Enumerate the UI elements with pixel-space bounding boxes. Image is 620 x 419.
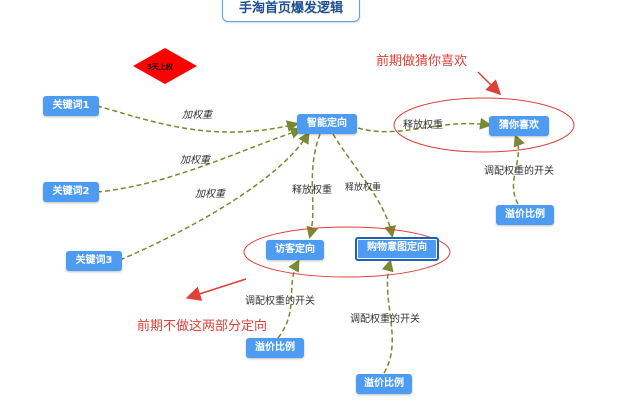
diamond-label: 3天上权 <box>147 63 173 71</box>
edge-keyword2-smart <box>96 127 303 193</box>
ellipse-guess-group <box>393 97 575 153</box>
node-premium-ratio-bottom[interactable]: 溢价比例 <box>356 374 412 394</box>
node-premium-ratio-left[interactable]: 溢价比例 <box>246 338 304 358</box>
red-arrow-no-split <box>185 278 247 301</box>
node-visitor-targeting[interactable]: 访客定向 <box>266 240 324 260</box>
node-guess-you-like[interactable]: 猜你喜欢 <box>489 116 549 136</box>
node-purchase-intent[interactable]: 购物意图定向 <box>355 237 439 261</box>
diamond-shape <box>133 48 197 84</box>
title-box: 手淘首页爆发逻辑 <box>222 0 360 22</box>
label-add-weight-2: 加权重 <box>180 155 210 166</box>
edge-smart-guess <box>357 117 492 133</box>
edge-premium-guess <box>512 134 525 205</box>
label-release-weight-left: 释放权重 <box>292 185 332 196</box>
edge-keyword1-smart <box>96 105 299 133</box>
label-adjust-switch-left: 调配权重的开关 <box>245 296 315 307</box>
ellipse-targeting-group <box>243 226 451 278</box>
label-add-weight-3: 加权重 <box>195 189 225 200</box>
node-smart-targeting[interactable]: 智能定向 <box>297 114 357 134</box>
node-keyword3[interactable]: 关键词3 <box>66 251 122 271</box>
diagram-title: 手淘首页爆发逻辑 <box>238 1 343 16</box>
edge-premium-visitor <box>277 259 300 339</box>
red-arrow-guess <box>477 71 502 96</box>
node-keyword2[interactable]: 关键词2 <box>43 182 99 202</box>
label-adjust-switch-right: 调配权重的开关 <box>484 166 554 177</box>
label-release-weight-right: 释放权重 <box>403 120 443 131</box>
node-keyword1[interactable]: 关键词1 <box>43 96 99 116</box>
label-adjust-switch-mid: 调配权重的开关 <box>350 314 420 325</box>
annotation-early-no-split: 前期不做这两部分定向 <box>137 319 268 334</box>
label-add-weight-1: 加权重 <box>182 110 212 121</box>
annotation-early-guess: 前期做猜你喜欢 <box>376 54 468 69</box>
edge-keyword3-smart <box>119 131 310 261</box>
edge-smart-purchase <box>332 133 397 238</box>
label-release-weight-mid: 释放权重 <box>345 183 382 193</box>
node-premium-ratio-right[interactable]: 溢价比例 <box>496 205 554 225</box>
